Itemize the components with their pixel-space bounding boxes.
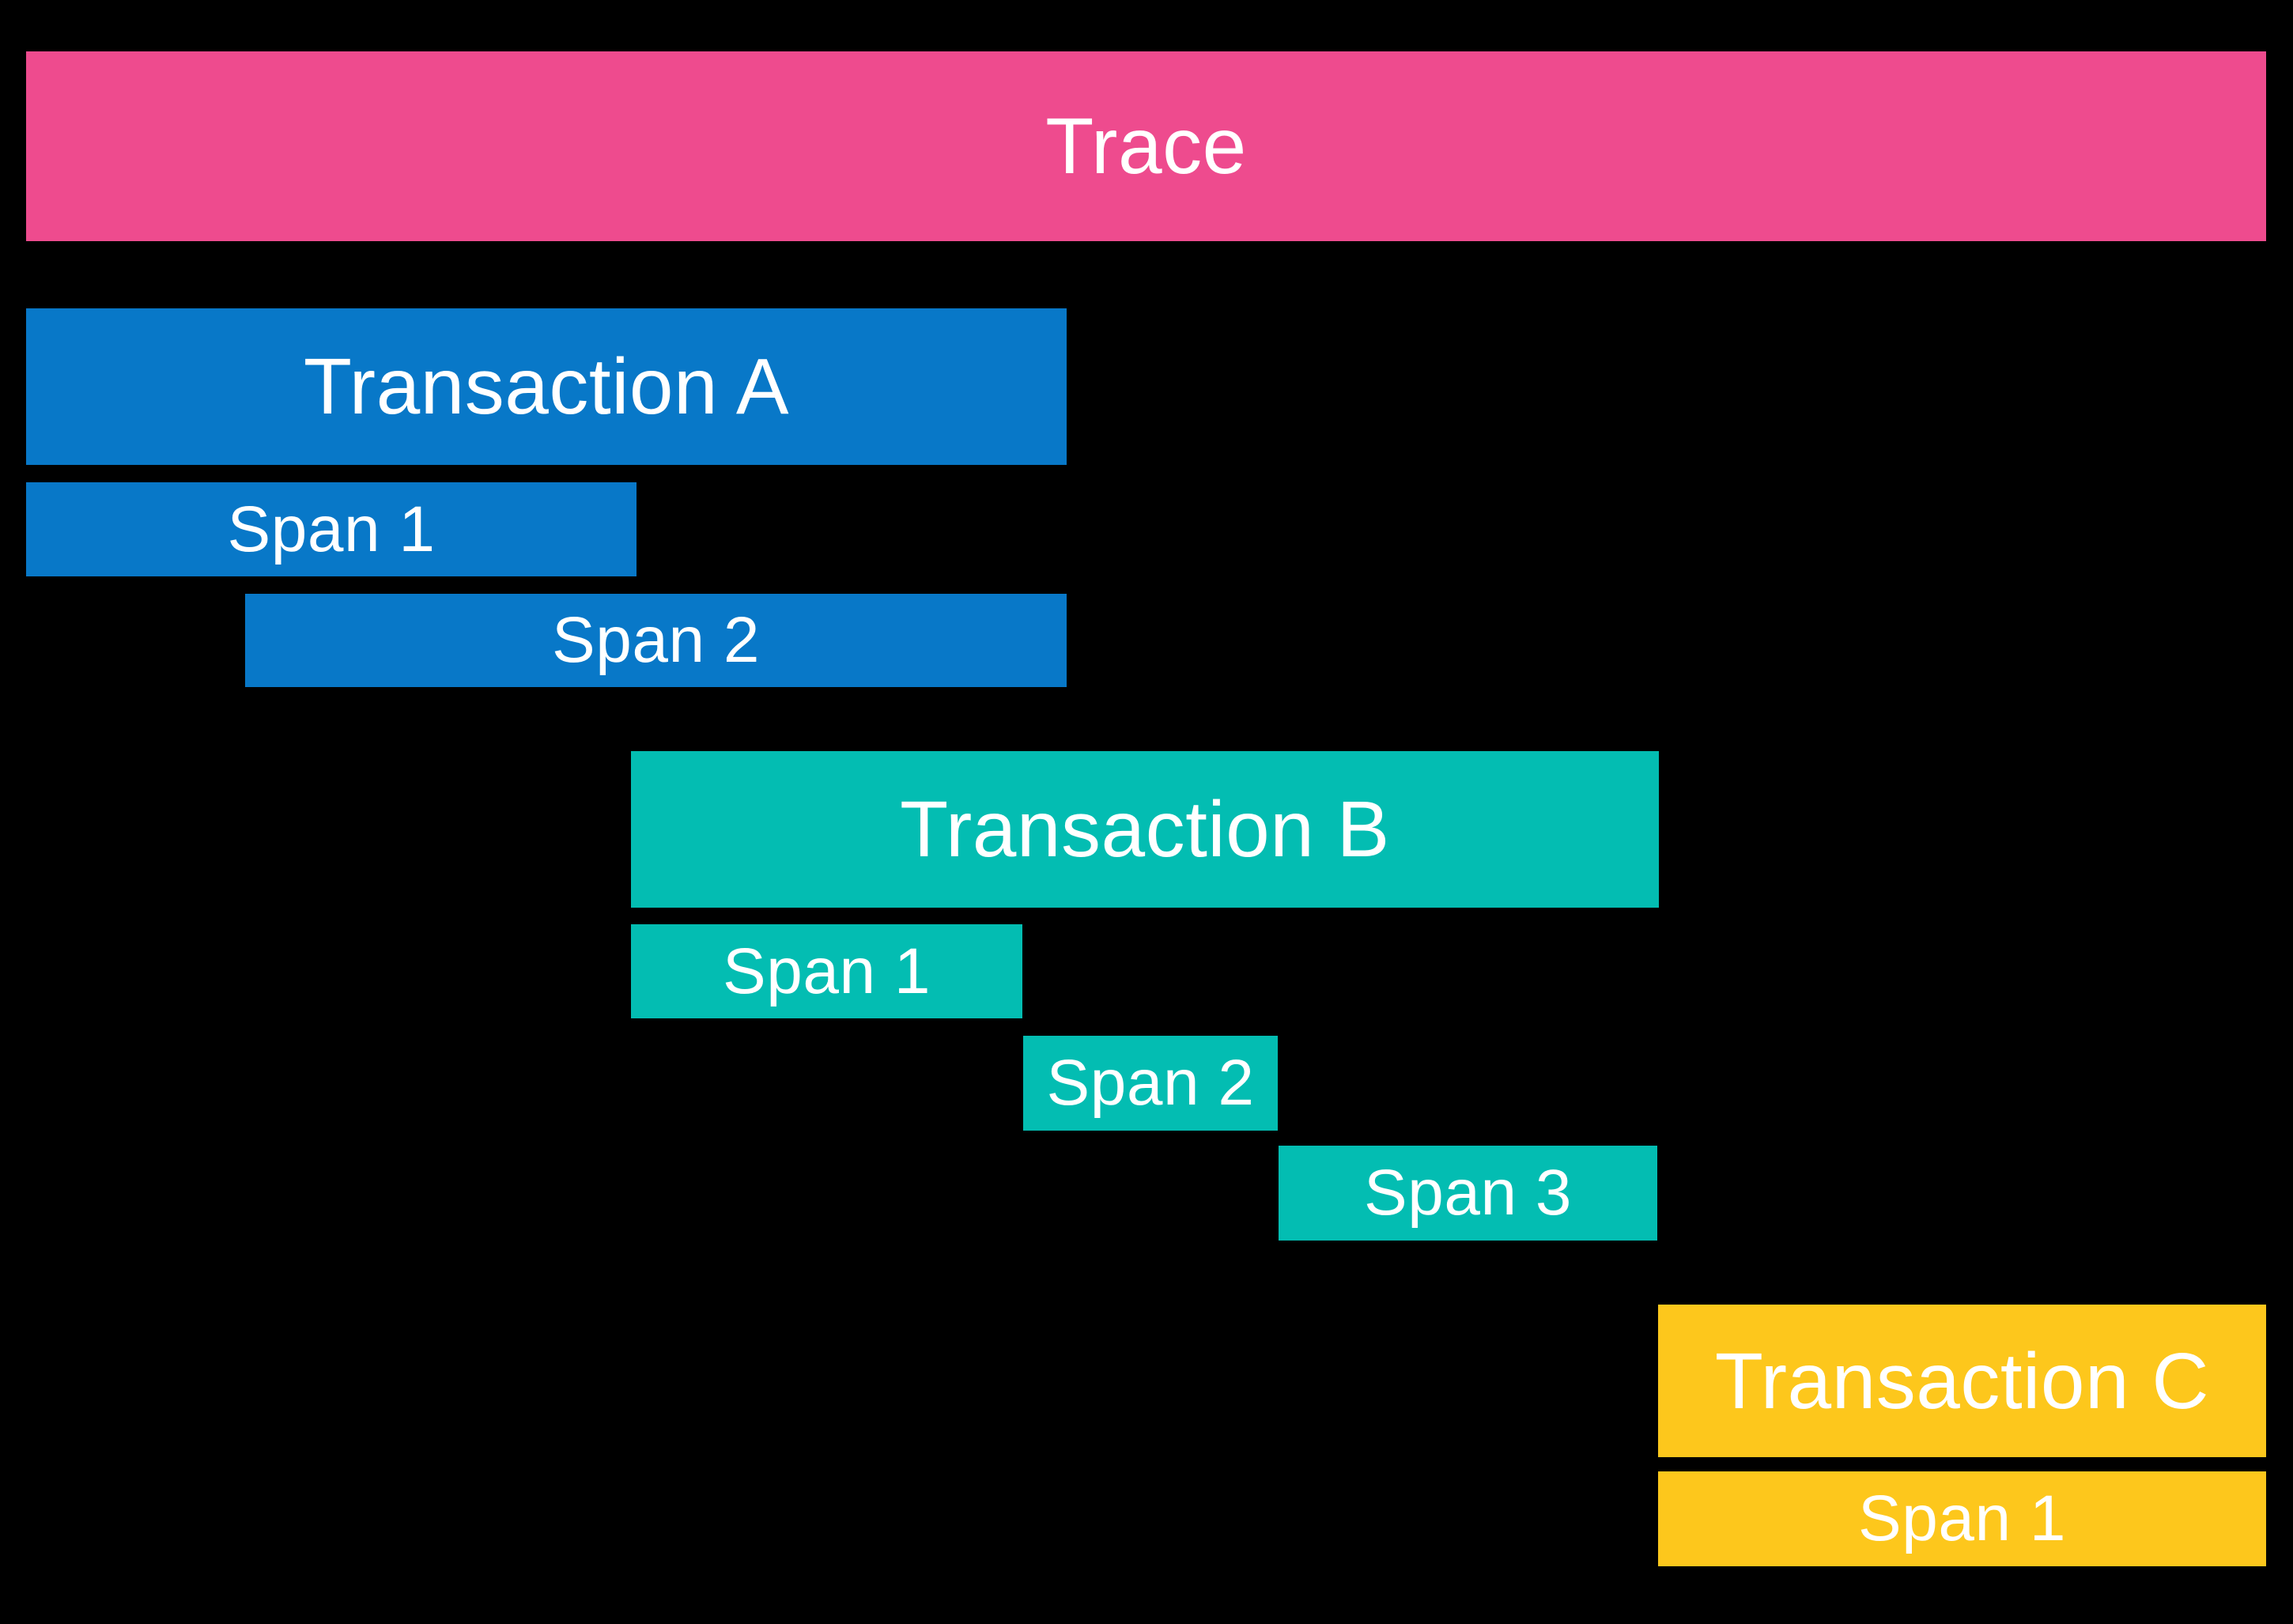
trace-bar: Trace [26, 51, 2266, 241]
transaction-b-span-3-label: Span 3 [1364, 1157, 1572, 1229]
transaction-a-span-1-label: Span 1 [227, 493, 436, 565]
transaction-c-label: Transaction C [1714, 1336, 2210, 1426]
trace-label: Trace [1045, 102, 1247, 191]
transaction-b-span-1-bar: Span 1 [631, 924, 1022, 1018]
transaction-a-span-2-bar: Span 2 [245, 594, 1067, 687]
transaction-a-span-1-bar: Span 1 [26, 482, 637, 576]
transaction-a-span-2-label: Span 2 [552, 604, 760, 676]
transaction-b-span-2-bar: Span 2 [1023, 1036, 1278, 1131]
transaction-b-span-3-bar: Span 3 [1279, 1146, 1657, 1241]
transaction-a-bar: Transaction A [26, 308, 1067, 465]
transaction-b-span-2-label: Span 2 [1046, 1047, 1255, 1119]
transaction-a-label: Transaction A [303, 342, 790, 431]
transaction-b-label: Transaction B [900, 785, 1390, 874]
transaction-b-span-1-label: Span 1 [723, 935, 931, 1007]
transaction-c-bar: Transaction C [1658, 1305, 2266, 1457]
transaction-c-span-1-bar: Span 1 [1658, 1471, 2266, 1566]
transaction-c-span-1-label: Span 1 [1858, 1482, 2066, 1554]
transaction-b-bar: Transaction B [631, 751, 1659, 908]
